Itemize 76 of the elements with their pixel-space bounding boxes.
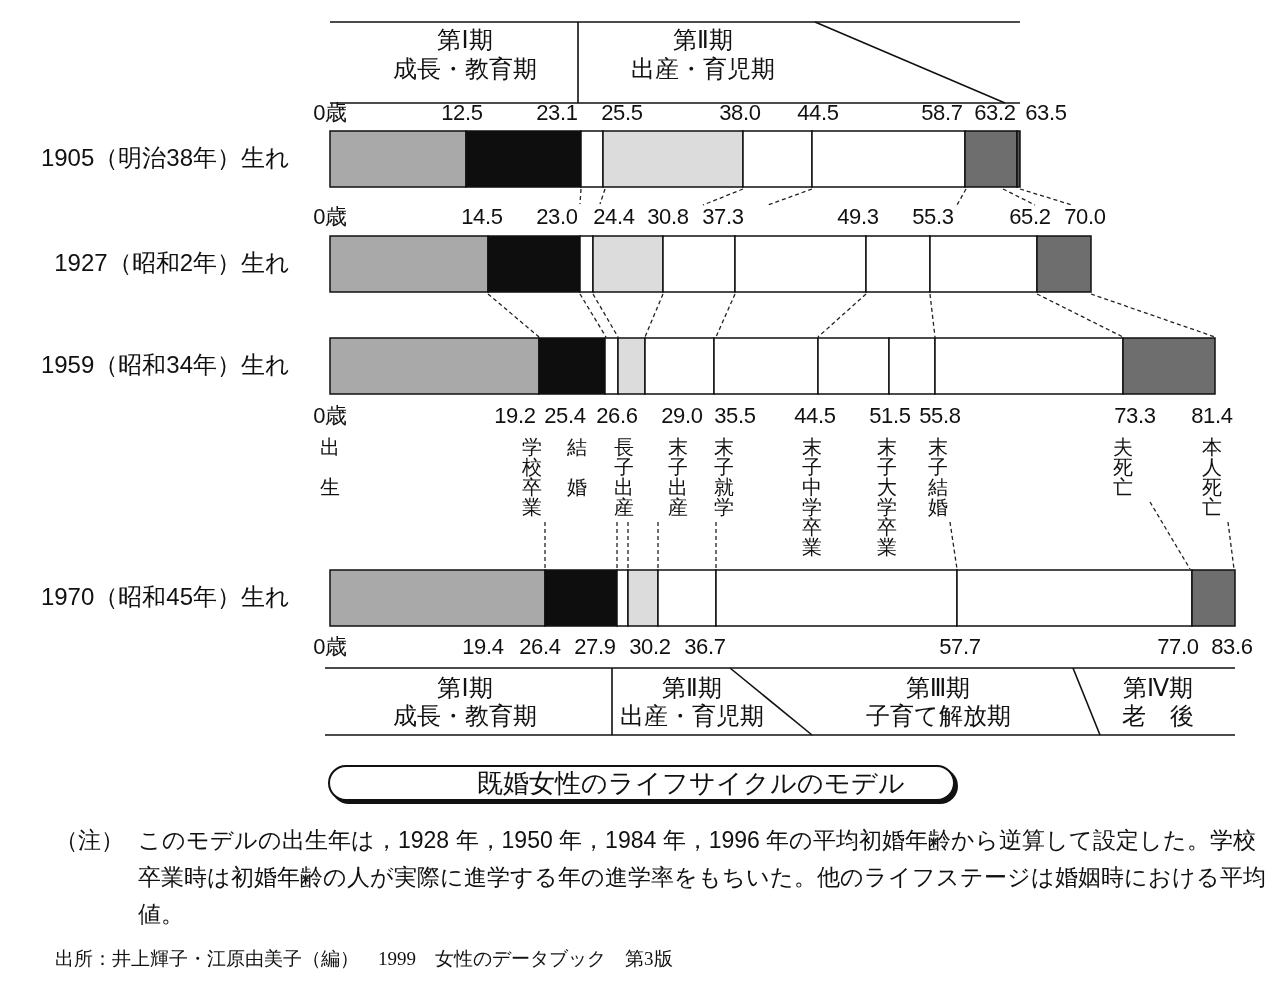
age-label: 24.4 [593, 206, 635, 228]
age-label: 51.5 [869, 405, 911, 427]
phase-name: 老 後 [1122, 704, 1194, 728]
phase-number: 第Ⅰ期 [437, 676, 493, 700]
phase-number: 第Ⅱ期 [673, 28, 733, 52]
age-label: 30.8 [647, 206, 689, 228]
age-label: 44.5 [794, 405, 836, 427]
source-text: 出所：井上輝子・江原由美子（編） 1999 女性のデータブック 第3版 [55, 948, 673, 968]
event-label: 長子出産 [614, 437, 634, 517]
event-label: 学校卒業 [522, 437, 542, 517]
age-label: 0歳 [313, 405, 347, 427]
age-label: 26.6 [596, 405, 638, 427]
age-label: 55.3 [912, 206, 954, 228]
age-label: 38.0 [719, 102, 761, 124]
event-label: 出生 [320, 435, 340, 500]
age-label: 0歳 [313, 102, 347, 124]
event-label: 末子就学 [714, 437, 734, 517]
phase-number: 第Ⅱ期 [662, 676, 722, 700]
event-label: 末子大学卒業 [877, 437, 897, 557]
phase-cell [325, 668, 612, 735]
event-label: 本人死亡 [1202, 437, 1222, 517]
age-label: 73.3 [1114, 405, 1156, 427]
age-label: 58.7 [921, 102, 963, 124]
age-label: 36.7 [684, 636, 726, 658]
note-marker: （注） [55, 828, 124, 852]
phase-number: 第Ⅰ期 [437, 28, 493, 52]
phase-name: 出産・育児期 [620, 704, 764, 728]
event-label: 末子中学卒業 [802, 437, 822, 557]
age-label: 19.4 [462, 636, 504, 658]
age-label: 14.5 [461, 206, 503, 228]
note-text: このモデルの出生年は，1928 年，1950 年，1984 年，1996 年の平均初婚年齢から逆算して設定した。学校卒業時は初婚年齢の人が実際に進学する年の進学率をもちいた。他のライフステージは婚姻時における平均値。 [138, 826, 1267, 929]
age-label: 57.7 [939, 636, 981, 658]
age-label: 12.5 [441, 102, 483, 124]
cohort-label: 1959（昭和34年）生れ [40, 353, 290, 377]
age-label: 44.5 [797, 102, 839, 124]
event-label: 末子結婚 [928, 437, 948, 517]
age-label: 27.9 [574, 636, 616, 658]
phase-cell [612, 668, 771, 735]
age-label: 35.5 [714, 405, 756, 427]
age-label: 23.1 [536, 102, 578, 124]
age-label: 25.5 [601, 102, 643, 124]
age-label: 29.0 [661, 405, 703, 427]
event-label: 結婚 [567, 435, 587, 500]
age-label: 37.3 [702, 206, 744, 228]
age-label: 55.8 [919, 405, 961, 427]
age-label: 30.2 [629, 636, 671, 658]
age-label: 23.0 [536, 206, 578, 228]
event-label: 末子出産 [668, 437, 688, 517]
age-label: 0歳 [313, 636, 347, 658]
age-label: 63.5 [1025, 102, 1067, 124]
age-label: 83.6 [1211, 636, 1253, 658]
phase-number: 第Ⅳ期 [1122, 676, 1194, 700]
phase-cell [578, 22, 1020, 103]
cohort-label: 1927（昭和2年）生れ [54, 251, 290, 275]
age-label: 0歳 [313, 206, 347, 228]
age-label: 70.0 [1064, 206, 1106, 228]
age-label: 49.3 [837, 206, 879, 228]
cohort-label: 1905（明治38年）生れ [40, 146, 290, 170]
age-label: 63.2 [974, 102, 1016, 124]
event-label: 夫死亡 [1113, 437, 1133, 497]
age-label: 26.4 [519, 636, 561, 658]
phase-cell [330, 22, 578, 103]
phase-name: 出産・育児期 [631, 57, 775, 81]
age-label: 25.4 [544, 405, 586, 427]
phase-name: 成長・教育期 [393, 57, 537, 81]
cohort-label: 1970（昭和45年）生れ [40, 585, 290, 609]
age-label: 77.0 [1157, 636, 1199, 658]
phase-name: 子育て解放期 [865, 704, 1011, 728]
figure-title: 既婚女性のライフサイクルのモデル [328, 765, 955, 801]
phase-cell [771, 668, 1086, 735]
phase-cell [1086, 668, 1235, 735]
phase-number: 第Ⅲ期 [905, 676, 971, 700]
age-label: 81.4 [1191, 405, 1233, 427]
phase-name: 成長・教育期 [393, 704, 537, 728]
age-label: 65.2 [1009, 206, 1051, 228]
age-label: 19.2 [494, 405, 536, 427]
